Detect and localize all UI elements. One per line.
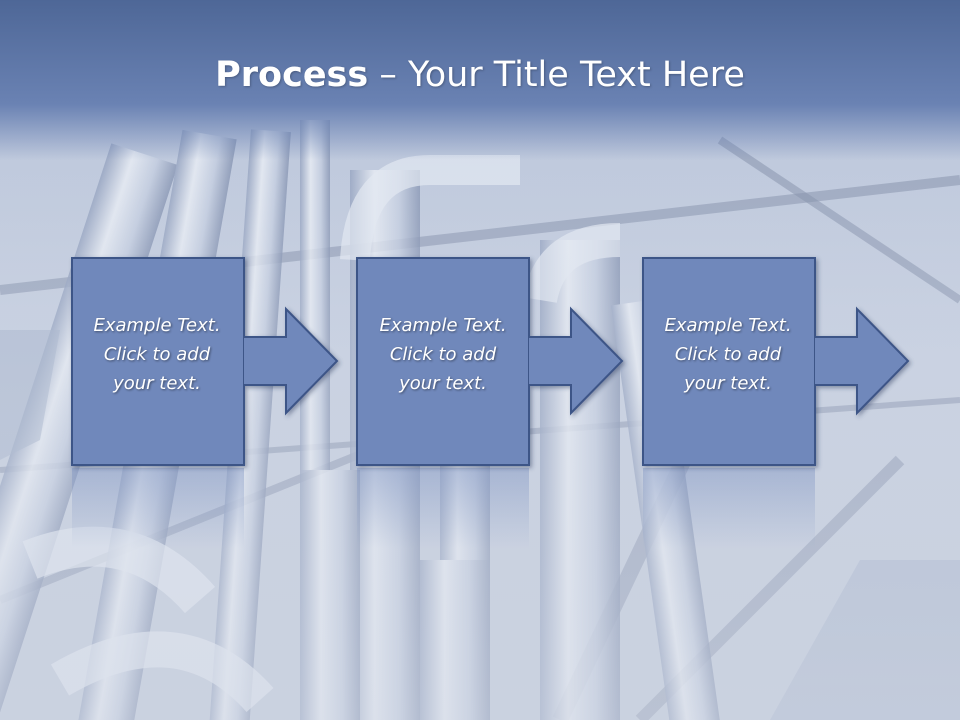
process-step-2[interactable] <box>356 257 624 466</box>
title-rest-text: – Your Title Text Here <box>368 55 745 95</box>
step-1-text[interactable]: Example Text. Click to add your text. <box>93 315 221 394</box>
step-box <box>356 257 530 466</box>
step-3-text[interactable]: Example Text. Click to add your text. <box>664 315 792 394</box>
step-box <box>71 257 245 466</box>
right-arrow-icon <box>815 306 910 416</box>
title-bold-text: Process <box>215 55 369 95</box>
process-step-3[interactable] <box>642 257 910 466</box>
slide-title[interactable]: Process – Your Title Text Here <box>0 52 960 98</box>
title-band <box>0 0 960 160</box>
step-2-text[interactable]: Example Text. Click to add your text. <box>379 315 507 394</box>
process-step-1[interactable] <box>71 257 339 466</box>
right-arrow-icon <box>529 306 624 416</box>
step-reflections <box>72 468 815 548</box>
step-box <box>642 257 816 466</box>
right-arrow-icon <box>244 306 339 416</box>
